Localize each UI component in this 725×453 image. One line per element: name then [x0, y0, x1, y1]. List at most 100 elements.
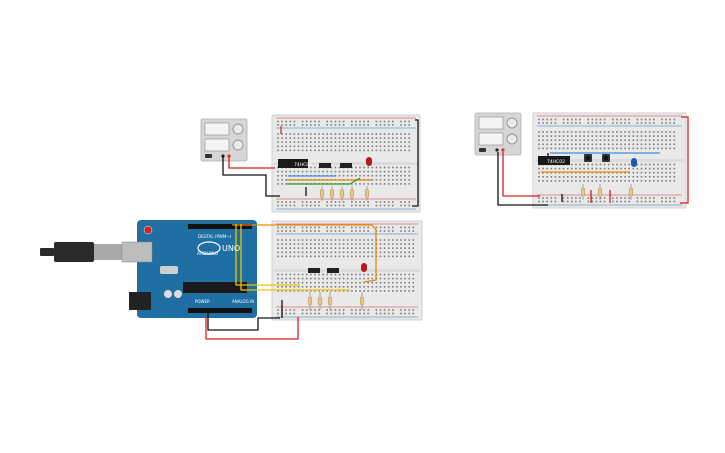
- breadboard-hole[interactable]: [293, 243, 296, 245]
- breadboard-hole[interactable]: [408, 137, 410, 139]
- breadboard-hole[interactable]: [367, 174, 369, 177]
- breadboard-hole[interactable]: [546, 135, 548, 137]
- breadboard-hole[interactable]: [375, 179, 378, 181]
- breadboard-hole[interactable]: [326, 251, 328, 254]
- breadboard-hole[interactable]: [387, 230, 390, 232]
- breadboard-hole[interactable]: [558, 171, 561, 174]
- components[interactable]: [278, 154, 637, 310]
- breadboard-hole[interactable]: [404, 149, 406, 152]
- breadboard-hole[interactable]: [587, 197, 589, 199]
- breadboard-hole[interactable]: [281, 145, 283, 148]
- breadboard-hole[interactable]: [640, 147, 643, 150]
- breadboard-hole[interactable]: [293, 124, 296, 126]
- breadboard-hole[interactable]: [277, 170, 279, 173]
- breadboard-hole[interactable]: [550, 176, 553, 178]
- resistor[interactable]: [598, 187, 603, 197]
- breadboard-hole[interactable]: [301, 281, 304, 284]
- breadboard-hole[interactable]: [653, 180, 655, 182]
- breadboard-hole[interactable]: [404, 133, 406, 135]
- breadboard-hole[interactable]: [371, 174, 374, 177]
- breadboard-hole[interactable]: [404, 204, 406, 207]
- wires[interactable]: [205, 116, 689, 340]
- breadboard-hole[interactable]: [612, 135, 614, 137]
- breadboard-hole[interactable]: [359, 251, 361, 254]
- breadboard-hole[interactable]: [624, 171, 626, 174]
- breadboard-hole[interactable]: [661, 163, 663, 166]
- breadboard-hole[interactable]: [665, 167, 667, 170]
- breadboard-hole[interactable]: [281, 230, 283, 232]
- current-knob[interactable]: [506, 133, 518, 145]
- breadboard-hole[interactable]: [310, 137, 312, 139]
- breadboard-hole[interactable]: [277, 277, 279, 280]
- breadboard-hole[interactable]: [542, 176, 544, 178]
- breadboard-hole[interactable]: [338, 133, 341, 135]
- breadboard-hole[interactable]: [603, 167, 606, 170]
- breadboard-hole[interactable]: [301, 137, 304, 139]
- breadboard-hole[interactable]: [612, 131, 614, 133]
- breadboard-hole[interactable]: [375, 149, 378, 152]
- breadboard-hole[interactable]: [289, 273, 292, 276]
- breadboard-hole[interactable]: [542, 139, 544, 141]
- breadboard-hole[interactable]: [408, 290, 410, 292]
- breadboard-hole[interactable]: [297, 255, 300, 258]
- breadboard-hole[interactable]: [342, 201, 345, 203]
- breadboard-hole[interactable]: [334, 166, 337, 169]
- breadboard-hole[interactable]: [669, 167, 671, 170]
- breadboard-hole[interactable]: [392, 170, 394, 173]
- breadboard-hole[interactable]: [367, 312, 369, 315]
- breadboard-hole[interactable]: [636, 147, 639, 150]
- breadboard-hole[interactable]: [338, 124, 341, 126]
- breadboard-hole[interactable]: [359, 145, 361, 148]
- breadboard-hole[interactable]: [301, 120, 304, 123]
- breadboard-hole[interactable]: [665, 131, 667, 133]
- breadboard-hole[interactable]: [359, 174, 361, 177]
- breadboard-hole[interactable]: [603, 139, 606, 141]
- breadboard-hole[interactable]: [653, 131, 655, 133]
- breadboard-hole[interactable]: [624, 131, 626, 133]
- breadboard-hole[interactable]: [355, 133, 357, 135]
- breadboard-hole[interactable]: [375, 166, 378, 169]
- breadboard-hole[interactable]: [383, 141, 386, 143]
- breadboard-hole[interactable]: [355, 239, 357, 241]
- resistor[interactable]: [360, 296, 365, 306]
- breadboard-hole[interactable]: [346, 133, 349, 135]
- breadboard-hole[interactable]: [665, 139, 667, 141]
- breadboard-hole[interactable]: [338, 174, 341, 177]
- breadboard-hole[interactable]: [396, 179, 398, 181]
- breadboard-hole[interactable]: [408, 243, 410, 245]
- breadboard-hole[interactable]: [636, 197, 639, 199]
- breadboard-hole[interactable]: [400, 239, 402, 241]
- breadboard-hole[interactable]: [673, 180, 676, 182]
- breadboard-hole[interactable]: [636, 200, 639, 203]
- breadboard-hole[interactable]: [571, 176, 573, 178]
- breadboard-hole[interactable]: [412, 309, 415, 311]
- breadboard-hole[interactable]: [293, 137, 296, 139]
- breadboard-hole[interactable]: [355, 204, 357, 207]
- breadboard-hole[interactable]: [305, 247, 308, 249]
- breadboard-hole[interactable]: [400, 281, 402, 284]
- breadboard-hole[interactable]: [355, 149, 357, 152]
- breadboard-hole[interactable]: [342, 273, 345, 276]
- breadboard-hole[interactable]: [542, 200, 544, 203]
- breadboard-hole[interactable]: [387, 251, 390, 254]
- breadboard-hole[interactable]: [616, 171, 618, 174]
- breadboard-hole[interactable]: [538, 171, 540, 174]
- breadboard-hole[interactable]: [620, 197, 622, 199]
- breadboard-hole[interactable]: [351, 137, 353, 139]
- breadboard-hole[interactable]: [620, 176, 622, 178]
- breadboard-hole[interactable]: [326, 201, 328, 203]
- wire-green-top[interactable]: [287, 177, 361, 185]
- breadboard-hole[interactable]: [355, 120, 357, 123]
- breadboard-hole[interactable]: [359, 141, 361, 143]
- breadboard-hole[interactable]: [363, 183, 365, 185]
- breadboard-hole[interactable]: [379, 247, 382, 249]
- breadboard-hole[interactable]: [334, 281, 337, 284]
- breadboard-hole[interactable]: [554, 180, 557, 182]
- breadboard-hole[interactable]: [285, 255, 287, 258]
- breadboard-hole[interactable]: [277, 141, 279, 143]
- breadboard-hole[interactable]: [665, 147, 667, 150]
- breadboard-hole[interactable]: [371, 137, 374, 139]
- breadboard-hole[interactable]: [367, 149, 369, 152]
- voltage-knob[interactable]: [232, 123, 244, 135]
- breadboard-hole[interactable]: [554, 200, 557, 203]
